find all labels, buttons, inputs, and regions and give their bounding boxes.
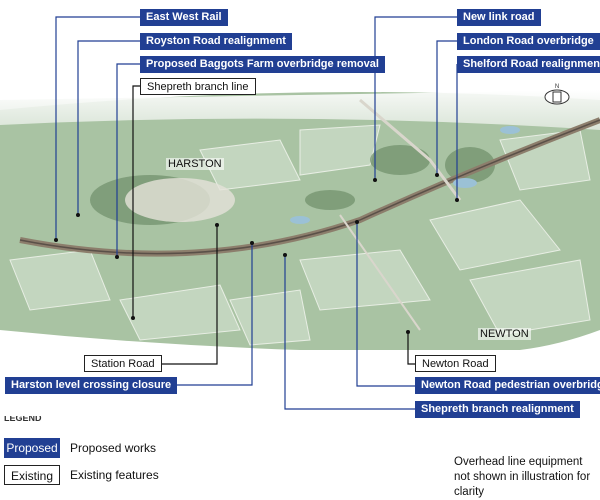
ponds xyxy=(290,126,520,224)
aerial-illustration: N xyxy=(0,16,600,410)
newton-road xyxy=(339,214,421,331)
railway-track xyxy=(19,119,600,255)
label-east-west-rail: East West Rail xyxy=(140,9,228,26)
label-newton-pedestrian: Newton Road pedestrian overbridge xyxy=(415,377,600,394)
place-harston: HARSTON xyxy=(166,158,224,170)
label-royston-road: Royston Road realignment xyxy=(140,33,292,50)
legend-proposed-box: Proposed xyxy=(4,438,60,458)
place-newton: NEWTON xyxy=(478,328,531,340)
clarity-note: Overhead line equipment not shown in ill… xyxy=(454,456,591,498)
label-shepreth-realignment: Shepreth branch realignment xyxy=(415,401,580,418)
label-harston-crossing: Harston level crossing closure xyxy=(5,377,178,394)
leader-lines-proposed xyxy=(55,16,458,410)
legend-existing-text: Existing features xyxy=(70,468,159,482)
label-shepreth-branch-line: Shepreth branch line xyxy=(140,78,256,95)
label-shelford-road: Shelford Road realignment xyxy=(457,56,600,73)
label-new-link-road: New link road xyxy=(457,9,541,26)
label-london-road: London Road overbridge xyxy=(457,33,600,50)
leader-line-endpoints xyxy=(54,173,459,334)
north-label: N xyxy=(555,84,559,90)
leader-lines-existing xyxy=(132,85,415,365)
fields xyxy=(9,124,591,346)
harston-village xyxy=(125,178,235,222)
legend-proposed-text: Proposed works xyxy=(70,441,157,455)
label-baggots-farm: Proposed Baggots Farm overbridge removal xyxy=(140,56,385,73)
label-newton-road: Newton Road xyxy=(415,355,496,372)
london-road xyxy=(359,98,462,201)
legend-existing-box: Existing xyxy=(4,465,60,485)
north-arrow-icon: N xyxy=(544,84,570,105)
horizon-haze xyxy=(0,90,600,130)
label-station-road: Station Road xyxy=(84,355,162,372)
legend-heading: LEGEND xyxy=(4,416,42,422)
